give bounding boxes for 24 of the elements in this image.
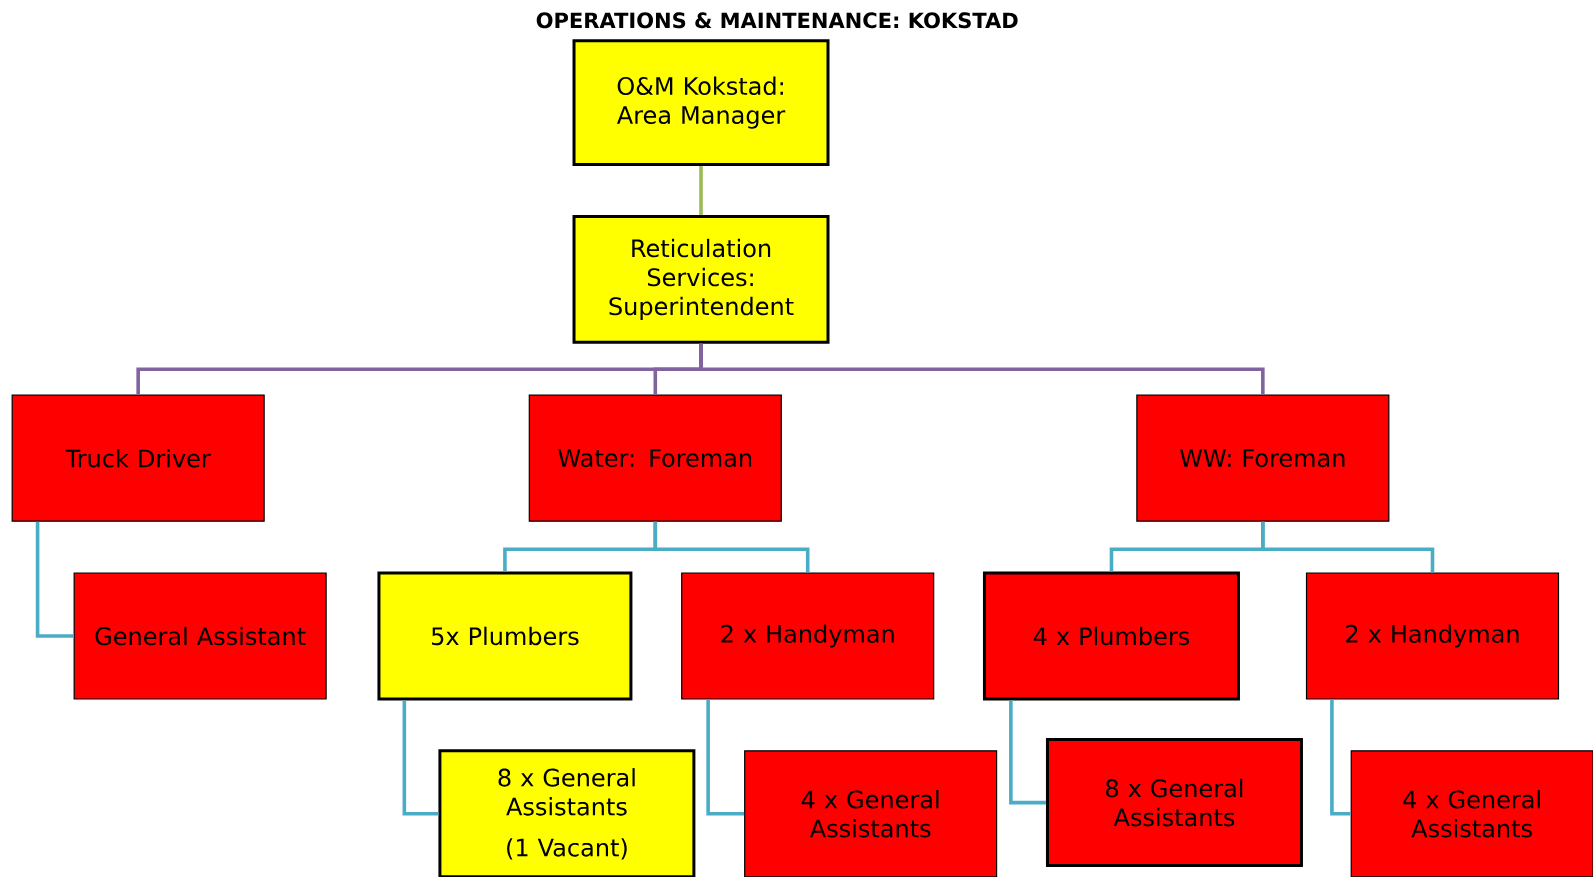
connector-line	[1009, 700, 1046, 805]
connector-line	[653, 521, 810, 573]
position-box: General Assistant	[73, 572, 327, 700]
position-box: 2 x Handyman	[1305, 572, 1560, 700]
position-box: 2 x Handyman	[681, 572, 935, 700]
position-box: 4 x General Assistants	[1350, 750, 1593, 877]
position-box: Truck Driver	[11, 394, 265, 522]
connector-line	[1330, 699, 1351, 816]
position-box: 8 x General Assistants (1 Vacant)	[438, 749, 696, 877]
connector-line	[706, 699, 745, 816]
position-box: 4 x Plumbers	[982, 571, 1240, 701]
position-box: O&M Kokstad: Area Manager	[572, 39, 830, 167]
connector-line	[1261, 521, 1435, 573]
position-box: Water: Foreman	[528, 394, 782, 522]
connector-line	[699, 343, 1265, 395]
chart-title: OPERATIONS & MAINTENANCE: KOKSTAD	[536, 12, 1018, 29]
position-box: 4 x General Assistants	[744, 750, 998, 877]
position-box: 8 x General Assistants	[1045, 738, 1303, 868]
connector-line	[35, 521, 74, 638]
position-box: 5x Plumbers	[377, 571, 633, 701]
connector-line	[402, 700, 439, 816]
position-box: Reticulation Services: Superintendent	[572, 214, 830, 344]
position-box: WW: Foreman	[1136, 394, 1390, 522]
connector-line	[699, 166, 703, 215]
